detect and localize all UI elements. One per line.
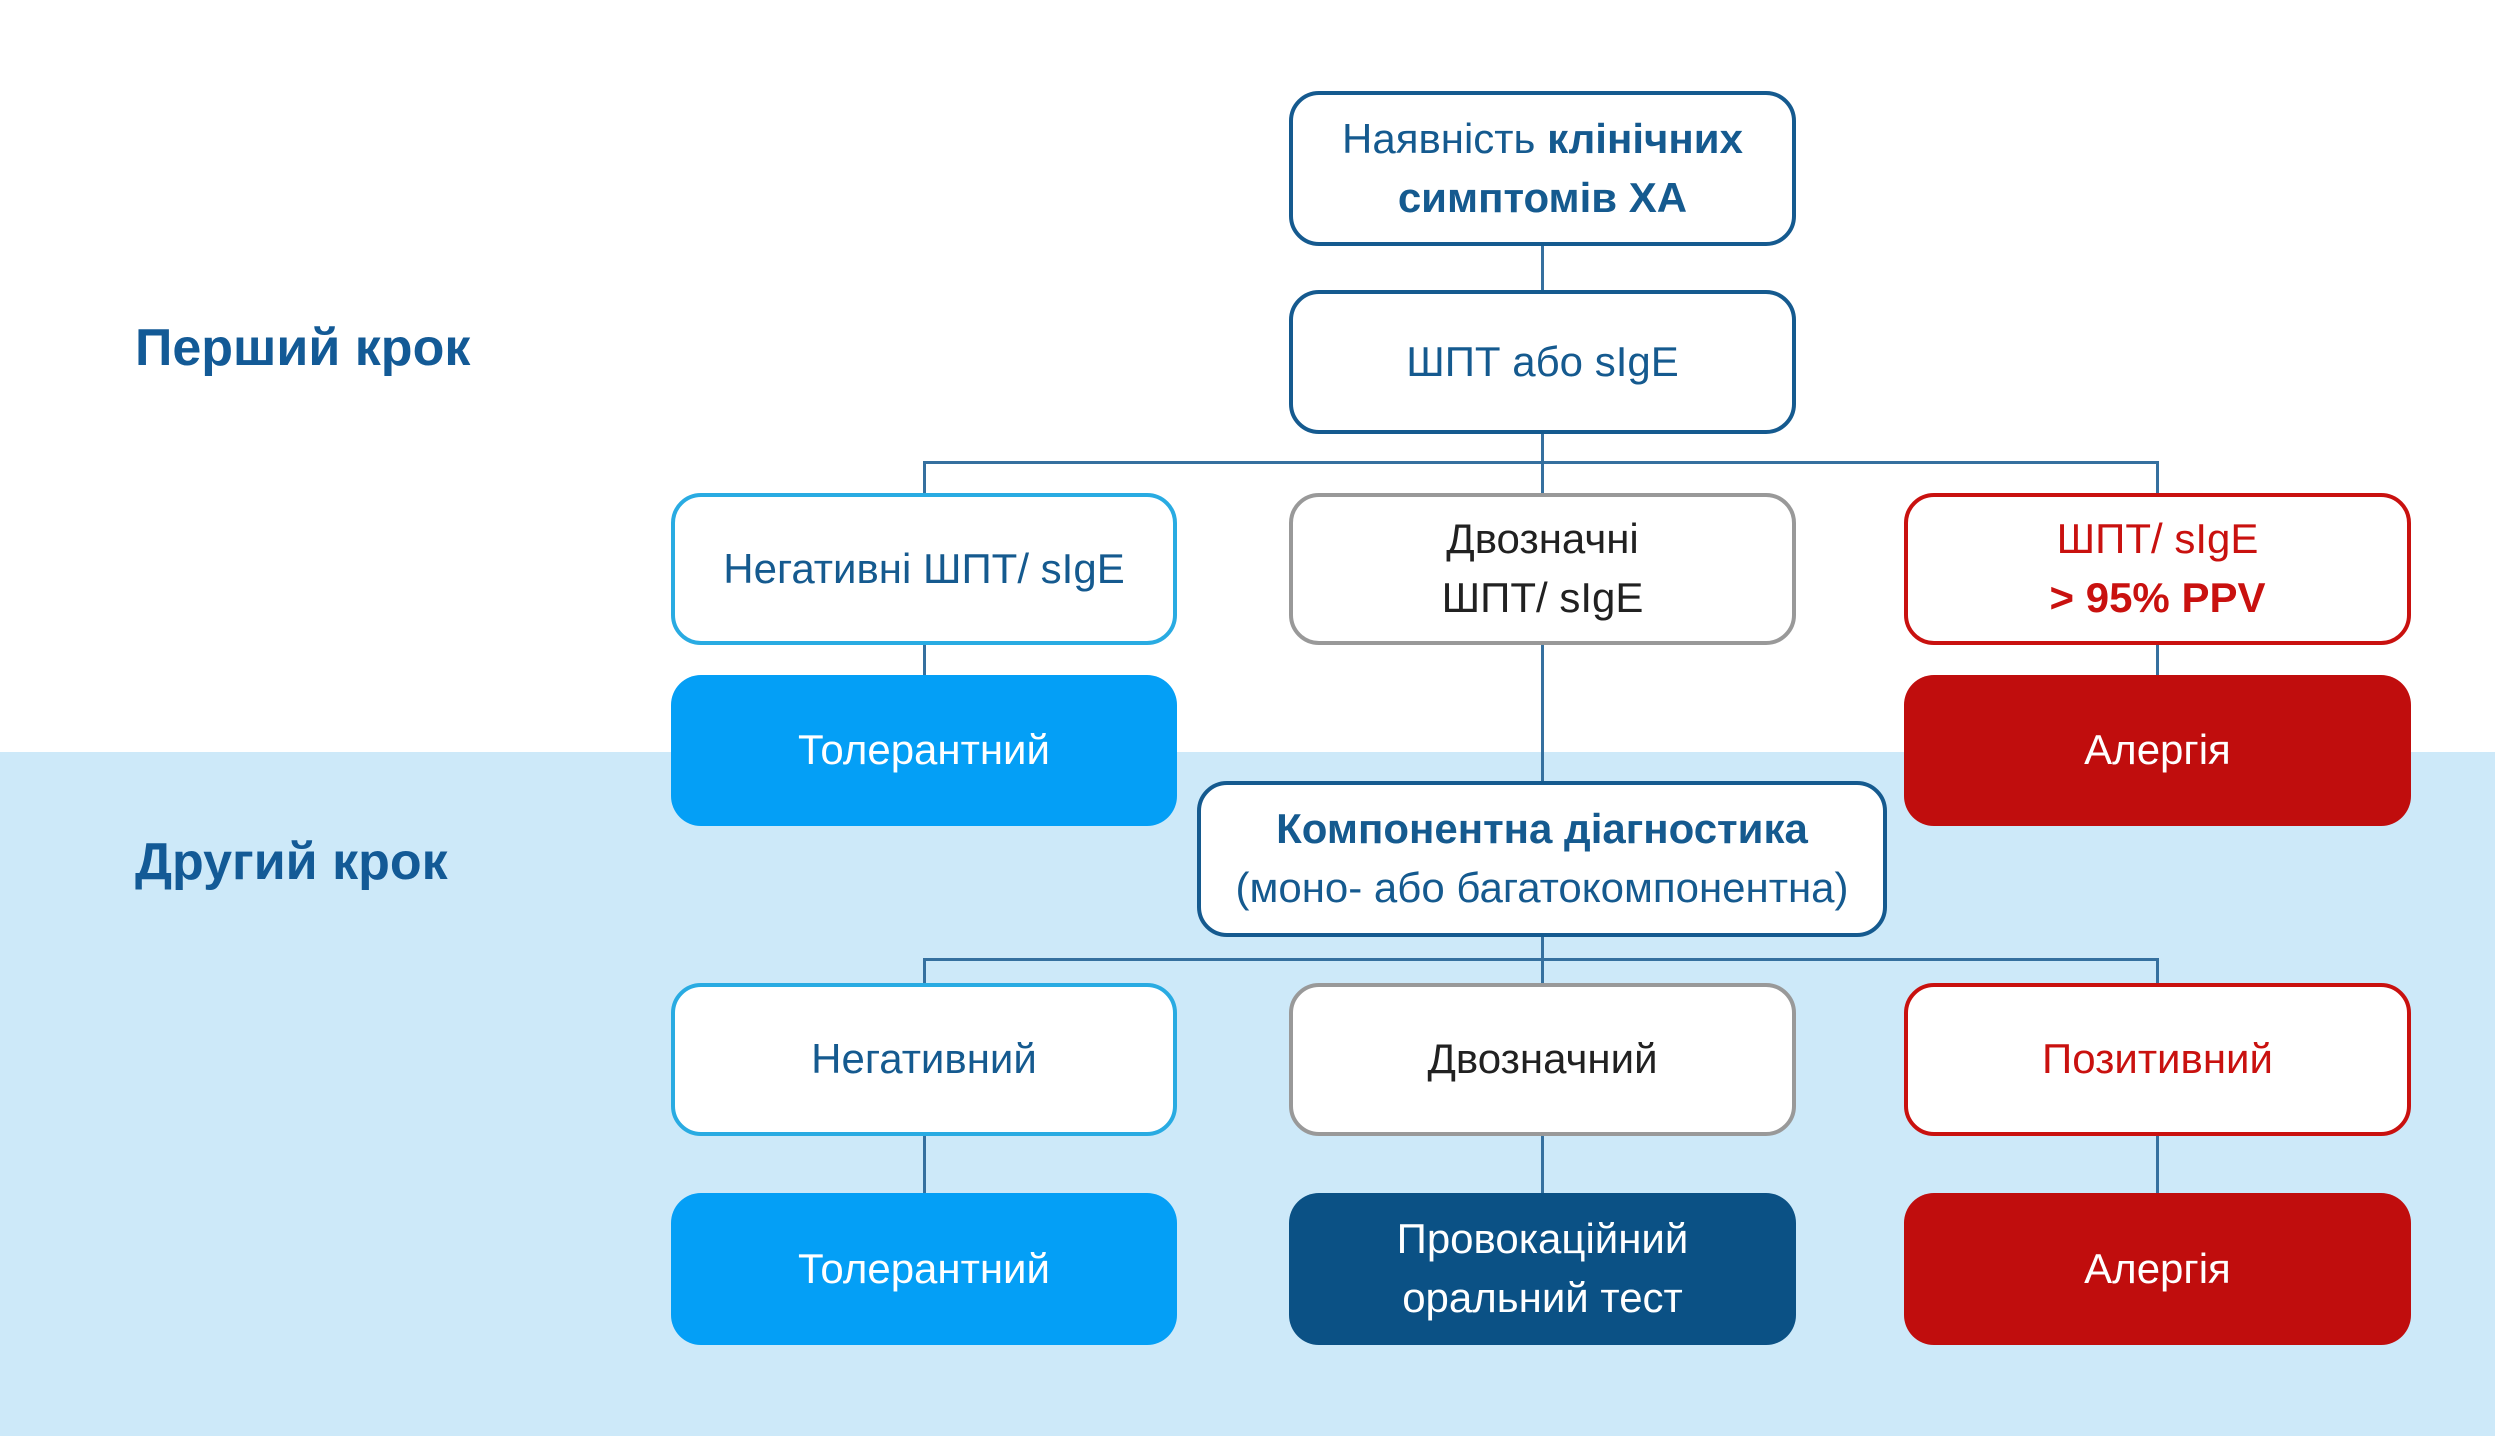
node-text: Толерантний: [798, 726, 1050, 774]
step2-label: Другий крок: [135, 833, 448, 891]
node-ambiguous-result: Двозначний: [1289, 983, 1796, 1136]
connector-line: [1541, 434, 1544, 462]
node-text: Алергія: [2084, 1244, 2231, 1292]
node-text: Позитивний: [2042, 1035, 2273, 1083]
connector-line: [1541, 246, 1544, 290]
node-component-diagnostics: Компонентна діагностика (моно- або багат…: [1197, 781, 1887, 937]
node-tolerant-step2: Толерантний: [671, 1193, 1177, 1345]
node-ambiguous-spt-sige: Двозначні ШПТ/ sIgE: [1289, 493, 1796, 645]
node-text: клінічних: [1547, 114, 1743, 162]
node-text: симптомів ХА: [1397, 173, 1688, 221]
node-text: оральний тест: [1402, 1274, 1683, 1321]
node-text: Алергія: [2084, 726, 2231, 774]
node-tolerant-step1: Толерантний: [671, 675, 1177, 826]
connector-line: [923, 1136, 926, 1193]
node-text: (моно- або багатокомпонентна): [1235, 864, 1849, 911]
connector-line: [923, 461, 926, 493]
connector-line: [1541, 1136, 1544, 1193]
connector-line: [2156, 461, 2159, 493]
node-text: Двозначні: [1446, 515, 1639, 563]
connector-line: [1541, 461, 1544, 493]
node-allergy-step2: Алергія: [1904, 1193, 2411, 1345]
node-text: ШПТ або sIgE: [1406, 337, 1679, 385]
node-spt-sige-ppv: ШПТ/ sIgE > 95% PPV: [1904, 493, 2411, 645]
connector-line: [1541, 645, 1544, 781]
node-text: ШПТ/ sIgE: [2056, 515, 2259, 563]
node-positive-result: Позитивний: [1904, 983, 2411, 1136]
node-text: Толерантний: [798, 1244, 1050, 1292]
connector-line: [1541, 958, 1544, 983]
node-text: Компонентна діагностика: [1276, 805, 1808, 853]
connector-line: [2156, 645, 2159, 675]
node-oral-provocation-test: Провокаційний оральний тест: [1289, 1193, 1796, 1345]
node-text: > 95% PPV: [2049, 574, 2266, 621]
node-negative-result: Негативний: [671, 983, 1177, 1136]
connector-line: [2156, 1136, 2159, 1193]
connector-line: [2156, 958, 2159, 983]
node-negative-spt-sige: Негативні ШПТ/ sIgE: [671, 493, 1177, 645]
node-allergy-step1: Алергія: [1904, 675, 2411, 826]
node-text: Двозначний: [1427, 1035, 1658, 1083]
connector-line: [923, 958, 926, 983]
node-clinical-symptoms: Наявність клінічних симптомів ХА: [1289, 91, 1796, 246]
step1-label: Перший крок: [135, 319, 471, 377]
node-text: ШПТ/ sIgE: [1441, 574, 1644, 621]
connector-line: [1541, 937, 1544, 959]
node-spt-or-sige: ШПТ або sIgE: [1289, 290, 1796, 434]
node-text: Негативні ШПТ/ sIgE: [723, 544, 1125, 592]
connector-line: [923, 645, 926, 675]
node-text: Негативний: [811, 1035, 1037, 1083]
node-text: Провокаційний: [1396, 1215, 1689, 1263]
node-text: Наявність: [1342, 114, 1548, 162]
